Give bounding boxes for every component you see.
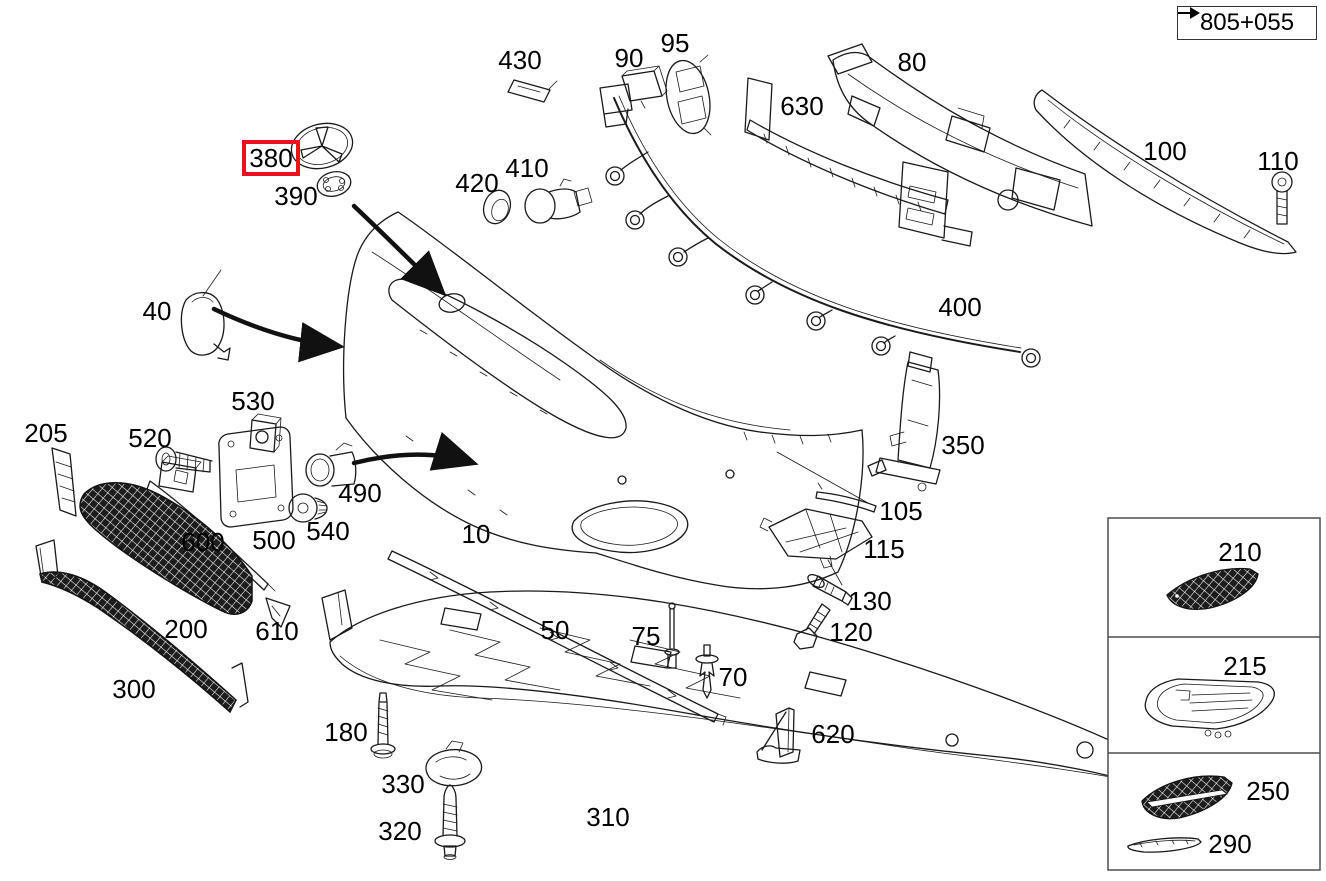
part-callout-130[interactable]: 130: [848, 586, 892, 616]
part-front-bumper-cover[interactable]: [343, 211, 864, 590]
part-expansion-rivet-70[interactable]: [695, 644, 719, 699]
part-callout-10[interactable]: 10: [461, 519, 491, 549]
part-callout-80[interactable]: 80: [897, 47, 927, 77]
part-callout-310[interactable]: 310: [586, 802, 630, 832]
part-callout-380[interactable]: 380: [249, 143, 293, 173]
part-clip-430[interactable]: [507, 79, 558, 103]
part-center-grille-200[interactable]: [79, 455, 253, 615]
part-callout-200[interactable]: 200: [164, 614, 208, 644]
part-callout-250[interactable]: 250: [1246, 776, 1290, 806]
part-callout-390[interactable]: 390: [274, 181, 318, 211]
arrow-right-icon: [1178, 7, 1200, 19]
part-lower-grille-300[interactable]: [35, 539, 249, 714]
part-callout-300[interactable]: 300: [112, 674, 156, 704]
part-callout-120[interactable]: 120: [829, 617, 873, 647]
part-bolt-180[interactable]: [370, 692, 396, 759]
part-screw-120[interactable]: [793, 603, 831, 650]
part-callout-400[interactable]: 400: [938, 292, 982, 322]
part-fitting-130[interactable]: [806, 572, 853, 606]
part-callout-420[interactable]: 420: [455, 168, 499, 198]
part-callout-320[interactable]: 320: [378, 816, 422, 846]
part-trim-strip-50[interactable]: [387, 550, 727, 726]
part-trim-strip-100[interactable]: [1033, 89, 1297, 255]
part-callout-540[interactable]: 540: [306, 516, 350, 546]
part-callout-115[interactable]: 115: [863, 534, 905, 564]
part-callout-90[interactable]: 90: [614, 43, 644, 73]
part-license-plate-base[interactable]: [218, 426, 294, 528]
part-emblem-base-plate[interactable]: [315, 168, 354, 200]
part-callout-410[interactable]: 410: [505, 153, 549, 183]
part-underbody-panel[interactable]: [321, 589, 1161, 789]
part-callout-210[interactable]: 210: [1218, 537, 1262, 567]
part-trim-205[interactable]: [51, 447, 77, 517]
part-front-spoiler-630[interactable]: [744, 77, 973, 247]
part-callout-350[interactable]: 350: [941, 430, 985, 460]
part-callout-620[interactable]: 620: [811, 719, 855, 749]
selected-part-highlight: [242, 140, 300, 176]
inset-panel: [1107, 517, 1321, 871]
part-grille-insert-250[interactable]: [1141, 775, 1233, 820]
part-clip-330[interactable]: [425, 740, 483, 787]
part-seal-ring-420[interactable]: [479, 187, 514, 227]
part-callout-430[interactable]: 430: [498, 45, 542, 75]
part-callout-95[interactable]: 95: [660, 28, 690, 58]
part-callout-610[interactable]: 610: [255, 616, 299, 646]
part-trim-strip-290[interactable]: [1127, 837, 1202, 853]
part-camera-490[interactable]: [305, 442, 357, 487]
part-bracket-530[interactable]: [249, 413, 282, 453]
part-callout-490[interactable]: 490: [338, 478, 382, 508]
part-parking-sensor-410[interactable]: [524, 178, 593, 224]
part-bracket-95[interactable]: [660, 54, 716, 138]
part-rivet-75[interactable]: [664, 602, 680, 669]
part-callout-50[interactable]: 50: [540, 615, 570, 645]
part-callout-40[interactable]: 40: [142, 296, 172, 326]
part-callout-75[interactable]: 75: [631, 621, 661, 651]
part-callout-330[interactable]: 330: [381, 769, 425, 799]
part-bumper-reinforcement[interactable]: [827, 43, 1093, 227]
part-fog-lamp-trim-215[interactable]: [1144, 678, 1275, 739]
part-screw-320[interactable]: [434, 784, 466, 860]
part-callout-105[interactable]: 105: [879, 496, 923, 526]
part-callout-110[interactable]: 110: [1257, 146, 1299, 176]
part-tow-hook-cover[interactable]: [180, 269, 231, 361]
part-grommet-540[interactable]: [288, 493, 328, 523]
part-callout-630[interactable]: 630: [780, 91, 824, 121]
part-trim-105[interactable]: [815, 482, 877, 513]
part-callout-180[interactable]: 180: [324, 717, 368, 747]
part-grille-insert-210[interactable]: [1166, 567, 1259, 610]
part-control-unit-90[interactable]: [621, 65, 668, 109]
part-callout-215[interactable]: 215: [1223, 651, 1267, 681]
part-callout-100[interactable]: 100: [1143, 136, 1187, 166]
part-wiring-harness[interactable]: [599, 83, 1041, 368]
part-callout-290[interactable]: 290: [1208, 829, 1252, 859]
pointer-arrows: [211, 203, 479, 471]
part-bracket-620[interactable]: [756, 707, 801, 764]
part-callout-500[interactable]: 500: [252, 525, 296, 555]
part-clip-610[interactable]: [265, 597, 291, 628]
part-callout-205[interactable]: 205: [24, 418, 68, 448]
part-callout-520[interactable]: 520: [128, 423, 172, 453]
part-callout-70[interactable]: 70: [718, 662, 748, 692]
part-screw-520[interactable]: [155, 446, 213, 473]
part-bracket-350[interactable]: [867, 351, 941, 492]
part-mounting-bracket-115[interactable]: [759, 451, 873, 586]
part-screw-110[interactable]: [1271, 171, 1293, 225]
part-callout-530[interactable]: 530: [231, 386, 275, 416]
part-callout-600[interactable]: 600: [181, 527, 225, 557]
reference-link-label: 805+055: [1199, 9, 1295, 36]
reference-link[interactable]: 805+055: [1177, 6, 1317, 40]
